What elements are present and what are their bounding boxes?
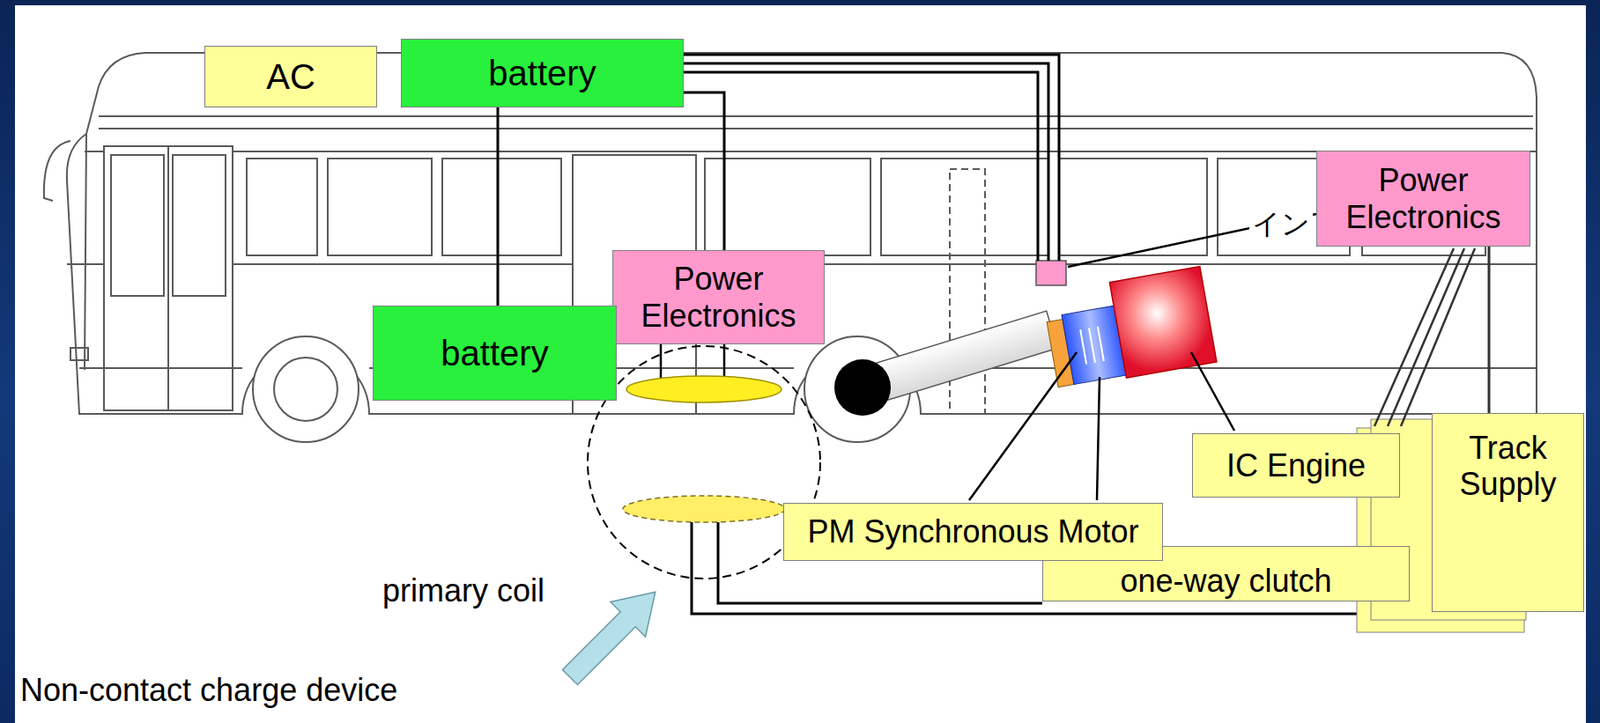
annotation: primary coil	[382, 572, 545, 609]
component-box: Power Electronics	[1316, 150, 1531, 247]
box-label: Power Electronics	[622, 260, 815, 334]
component-box: Power Electronics	[612, 250, 825, 345]
wire	[496, 107, 500, 306]
annotation: イン	[1249, 207, 1313, 241]
headlight	[70, 348, 89, 361]
component-box: IC Engine	[1192, 433, 1400, 498]
windshield	[84, 133, 87, 371]
wire	[1488, 246, 1491, 414]
powertrain	[1042, 266, 1217, 391]
door-glass	[111, 155, 164, 297]
mirror	[44, 140, 71, 201]
box-label: AC	[266, 56, 316, 97]
engine-part	[1109, 266, 1217, 378]
window	[881, 158, 1049, 256]
door-split	[167, 146, 170, 411]
box-label: battery	[488, 52, 596, 94]
box-label: Power Electronics	[1325, 162, 1521, 236]
component-box: battery	[400, 38, 684, 108]
coil-wire	[660, 344, 725, 379]
charge-arrow	[552, 574, 673, 695]
inverter-part	[1036, 260, 1067, 286]
front-door	[103, 146, 233, 411]
box-label: one-way clutch	[1119, 562, 1332, 600]
primary-coil	[622, 496, 786, 523]
box-label: IC Engine	[1226, 447, 1366, 484]
annotation: Non-contact charge device	[20, 672, 398, 709]
component-box: battery	[372, 305, 617, 401]
component-box: PM Synchronous Motor	[783, 503, 1163, 562]
front-wheel	[252, 336, 359, 443]
box-label: Track Supply	[1441, 429, 1575, 504]
box-label: battery	[440, 333, 549, 374]
component-box: Track Supply	[1431, 413, 1585, 613]
charge-arrow	[552, 574, 673, 695]
window	[442, 158, 562, 256]
box-label: PM Synchronous Motor	[807, 513, 1139, 550]
window	[246, 158, 318, 256]
motor-winding	[1080, 326, 1104, 365]
front-hub	[274, 357, 338, 422]
component-box: AC	[204, 45, 378, 108]
battery-wire	[683, 54, 1060, 261]
door-glass	[172, 155, 226, 297]
rear-axle	[834, 359, 891, 416]
bus-body	[44, 52, 1537, 443]
supply-wire	[1374, 248, 1475, 427]
window	[704, 158, 871, 256]
secondary-coil	[626, 376, 782, 403]
wire	[683, 92, 725, 251]
roof-line	[66, 116, 1537, 265]
window	[327, 158, 432, 256]
